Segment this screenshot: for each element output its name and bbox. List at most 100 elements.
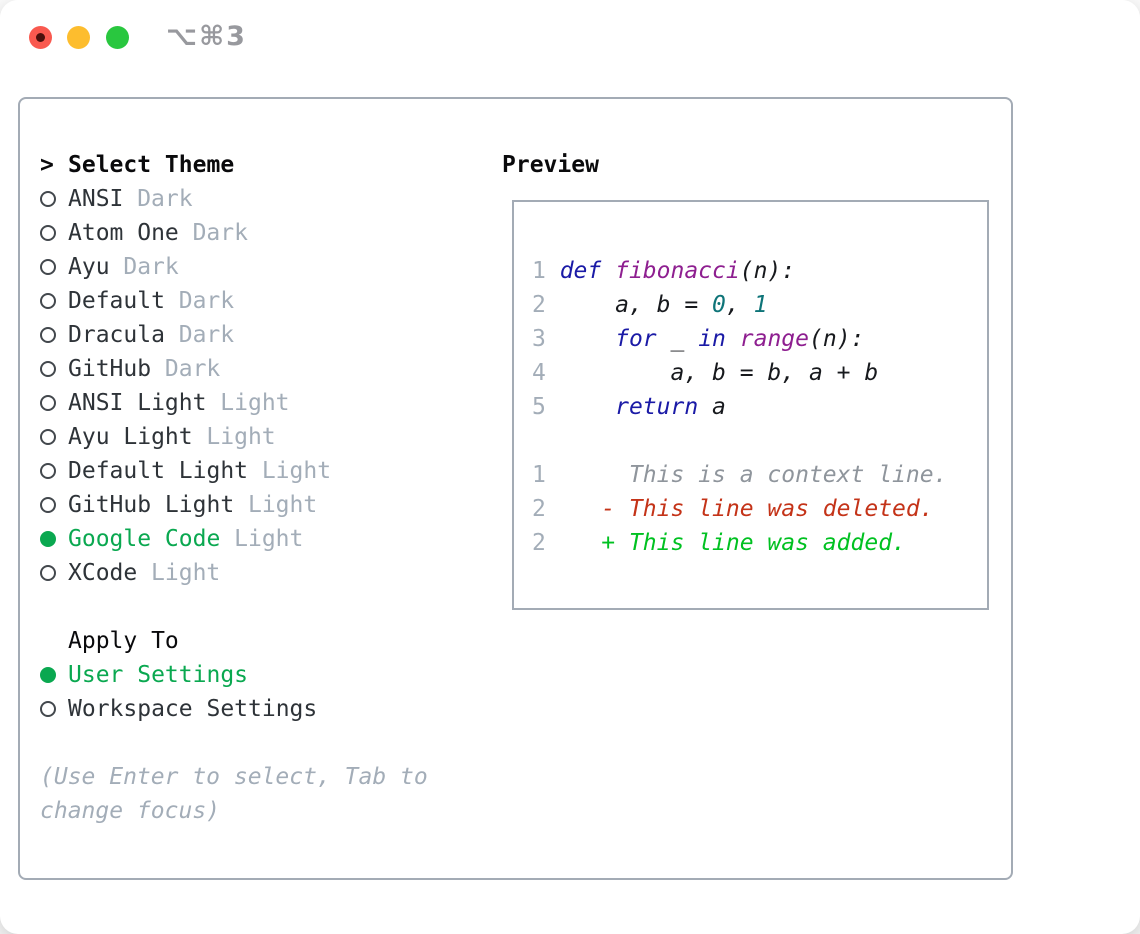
theme-name: Ayu Light — [68, 424, 193, 450]
theme-name: Ayu — [68, 254, 110, 280]
theme-variant: Dark — [192, 220, 248, 246]
marker — [40, 497, 68, 513]
code-line: 4 a, b = b, a + b — [532, 356, 987, 390]
code-line: 2 + This line was added. — [532, 526, 987, 560]
minimize-button[interactable] — [67, 26, 90, 49]
section-title: Apply To — [68, 628, 179, 654]
radio-selected-icon — [40, 531, 56, 547]
code-token-pl — [726, 326, 740, 352]
radio-icon — [40, 191, 56, 207]
select-theme-header: >Select Theme — [40, 148, 470, 182]
code-token-pl: _ — [656, 326, 699, 352]
radio-icon — [40, 293, 56, 309]
theme-option-ayu[interactable]: Ayu Dark — [40, 250, 470, 284]
code-line: 2 a, b = 0, 1 — [532, 288, 987, 322]
theme-variant: Light — [234, 526, 304, 552]
radio-icon — [40, 565, 56, 581]
theme-name: GitHub — [68, 356, 152, 382]
code-token-pl: a, b = — [559, 292, 713, 318]
code-token-ln: 2 — [532, 496, 560, 522]
marker — [40, 225, 68, 241]
code-token-ln: 4 — [532, 360, 560, 386]
theme-option-ansi-light[interactable]: ANSI Light Light — [40, 386, 470, 420]
marker — [40, 361, 68, 377]
zoom-button[interactable] — [106, 26, 129, 49]
hint-text: (Use Enter to select, Tab to change focu… — [40, 764, 428, 824]
code-line: 3 for _ in range(n): — [532, 322, 987, 356]
radio-icon — [40, 225, 56, 241]
option-label: Workspace Settings — [68, 696, 318, 722]
theme-name: ANSI Light — [68, 390, 207, 416]
option-label: User Settings — [68, 662, 249, 688]
radio-icon — [40, 701, 56, 717]
code-line: 1 This is a context line. — [532, 458, 987, 492]
marker — [40, 395, 68, 411]
radio-icon — [40, 259, 56, 275]
close-button[interactable] — [29, 26, 52, 49]
code-token-pl — [560, 394, 615, 420]
theme-variant: Dark — [123, 254, 179, 280]
theme-variant: Light — [247, 492, 318, 518]
code-token-ctx: This is a context line. — [559, 462, 948, 488]
marker — [40, 565, 68, 581]
code-token-pl: a, b = b, a + b — [559, 360, 879, 386]
preview-title: Preview — [502, 152, 599, 178]
theme-option-github[interactable]: GitHub Dark — [40, 352, 470, 386]
marker — [40, 531, 68, 547]
code-token-ln: 5 — [532, 394, 560, 420]
radio-icon — [40, 395, 56, 411]
keyboard-shortcut-label: ⌥⌘3 — [166, 21, 247, 52]
theme-name: Dracula — [68, 322, 165, 348]
theme-name: XCode — [68, 560, 138, 586]
code-line: 5 return a — [532, 390, 987, 424]
code-token-kw: def — [559, 258, 616, 284]
theme-variant: Dark — [164, 356, 221, 382]
code-token-del: - This line was deleted. — [559, 496, 934, 522]
theme-name: ANSI — [68, 186, 124, 212]
section-title: Select Theme — [68, 152, 235, 178]
code-token-kw: for — [615, 326, 657, 352]
marker — [40, 701, 68, 717]
code-token-ln: 3 — [532, 326, 560, 352]
theme-variant: Dark — [178, 288, 235, 314]
code-token-pl: (n): — [809, 326, 865, 352]
titlebar: ⌥⌘3 — [0, 0, 1140, 97]
marker — [40, 667, 68, 683]
theme-name: Default Light — [68, 458, 249, 484]
theme-variant: Light — [261, 458, 332, 484]
marker — [40, 463, 68, 479]
theme-variant: Light — [220, 390, 290, 416]
code-token-pl: (n): — [739, 258, 796, 284]
apply-option-workspace-settings[interactable]: Workspace Settings — [40, 692, 470, 726]
code-token-num: 1 — [753, 292, 768, 318]
theme-option-github-light[interactable]: GitHub Light Light — [40, 488, 470, 522]
code-token-ln: 1 — [532, 462, 560, 488]
code-token-pl: , — [725, 292, 754, 318]
code-token-ln: 1 — [532, 258, 560, 284]
code-token-fn: range — [739, 326, 809, 352]
marker — [40, 327, 68, 343]
code-token-fn: fibonacci — [615, 258, 740, 284]
radio-selected-icon — [40, 667, 56, 683]
theme-option-default-light[interactable]: Default Light Light — [40, 454, 470, 488]
radio-icon — [40, 327, 56, 343]
marker — [40, 259, 68, 275]
marker — [40, 191, 68, 207]
apply-option-user-settings[interactable]: User Settings — [40, 658, 470, 692]
code-line: 2 - This line was deleted. — [532, 492, 987, 526]
theme-name: GitHub Light — [68, 492, 235, 518]
radio-icon — [40, 361, 56, 377]
radio-icon — [40, 429, 56, 445]
radio-icon — [40, 497, 56, 513]
